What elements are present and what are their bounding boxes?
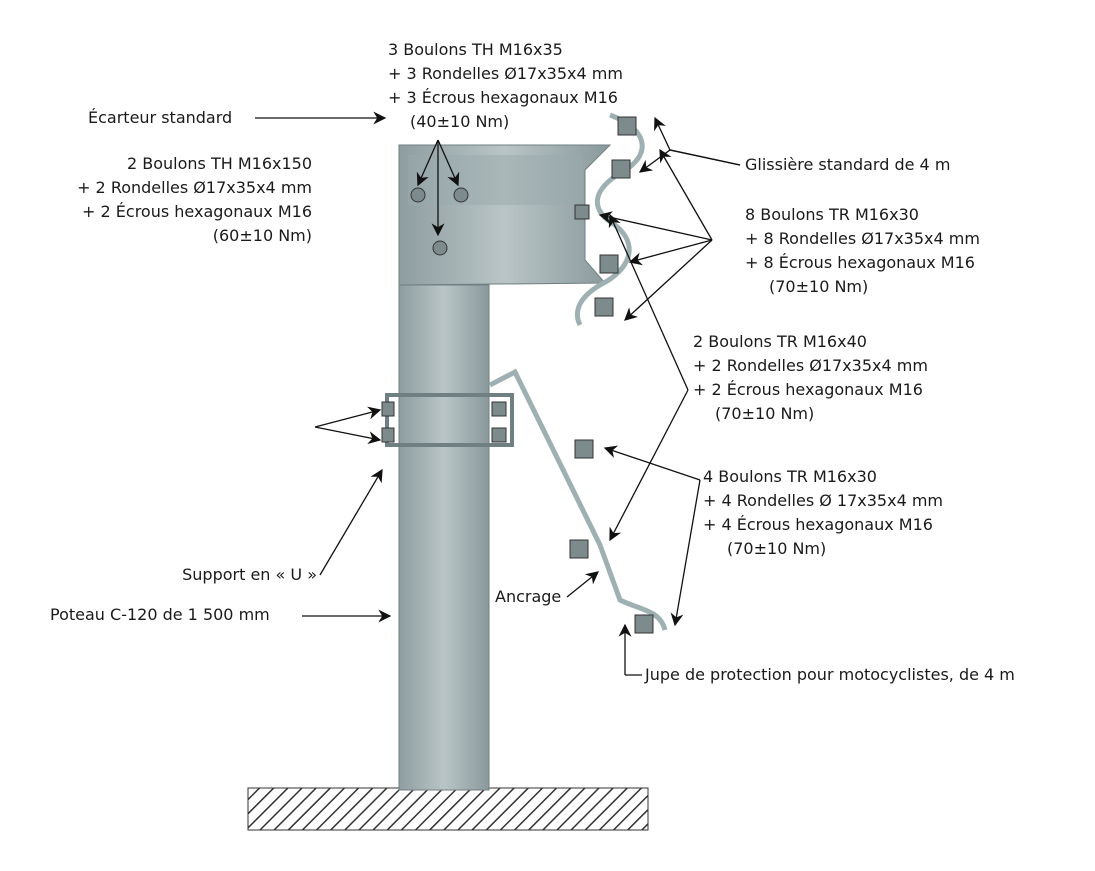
label-line: (70±10 Nm) (715, 404, 815, 423)
u-bolts-label: 2 Boulons TR M16x40 + 2 Rondelles Ø17x35x… (693, 330, 928, 426)
label-line: + 4 Rondelles Ø 17x35x4 mm (703, 491, 944, 510)
label-line: (70±10 Nm) (727, 539, 827, 558)
rail-label: Glissière standard de 4 m (745, 155, 951, 174)
spacer-label: Écarteur standard (88, 108, 233, 127)
label-line: (60±10 Nm) (212, 226, 312, 245)
rail-bolts (574, 116, 637, 317)
label-line: + 8 Écrous hexagonaux M16 (745, 253, 975, 272)
skirt-bolts (569, 439, 654, 634)
skirt-bolts-label: 4 Boulons TR M16x30 + 4 Rondelles Ø 17x35… (703, 465, 943, 561)
label-line: 2 Boulons TR M16x40 (693, 332, 867, 351)
u-support (385, 393, 514, 447)
skirt-label: Jupe de protection pour motocyclistes, d… (645, 665, 1015, 684)
spacer-bolts (410, 187, 469, 256)
label-line: + 8 Rondelles Ø17x35x4 mm (745, 229, 980, 248)
leader-lines (255, 111, 741, 676)
label-line: (40±10 Nm) (410, 112, 510, 131)
anchor-label: Ancrage (495, 587, 562, 606)
label-line: + 3 Écrous hexagonaux M16 (388, 88, 618, 107)
label-line: + 2 Écrous hexagonaux M16 (82, 202, 312, 221)
label-line: + 2 Rondelles Ø17x35x4 mm (77, 178, 312, 197)
post (398, 284, 490, 791)
ground (247, 787, 649, 831)
u-support-label: Support en « U » (182, 565, 317, 584)
post-label: Poteau C-120 de 1 500 mm (50, 605, 270, 624)
label-line: + 3 Rondelles Ø17x35x4 mm (388, 64, 623, 83)
label-line: 2 Boulons TH M16x150 (126, 154, 312, 173)
label-line: + 2 Écrous hexagonaux M16 (693, 380, 923, 399)
motorcyclist-skirt (488, 368, 668, 631)
label-line: 8 Boulons TR M16x30 (745, 205, 919, 224)
rail-bolts-label: 8 Boulons TR M16x30 + 8 Rondelles Ø17x35x… (745, 203, 980, 299)
top-bolts-label: 3 Boulons TH M16x35 + 3 Rondelles Ø17x35x… (388, 38, 623, 134)
spacer-bolts-label: 2 Boulons TH M16x150 + 2 Rondelles Ø17x35… (77, 152, 312, 248)
label-line: 3 Boulons TH M16x35 (388, 40, 563, 59)
label-line: 4 Boulons TR M16x30 (703, 467, 877, 486)
label-line: + 4 Écrous hexagonaux M16 (703, 515, 933, 534)
label-line: (70±10 Nm) (769, 277, 869, 296)
label-line: + 2 Rondelles Ø17x35x4 mm (693, 356, 928, 375)
